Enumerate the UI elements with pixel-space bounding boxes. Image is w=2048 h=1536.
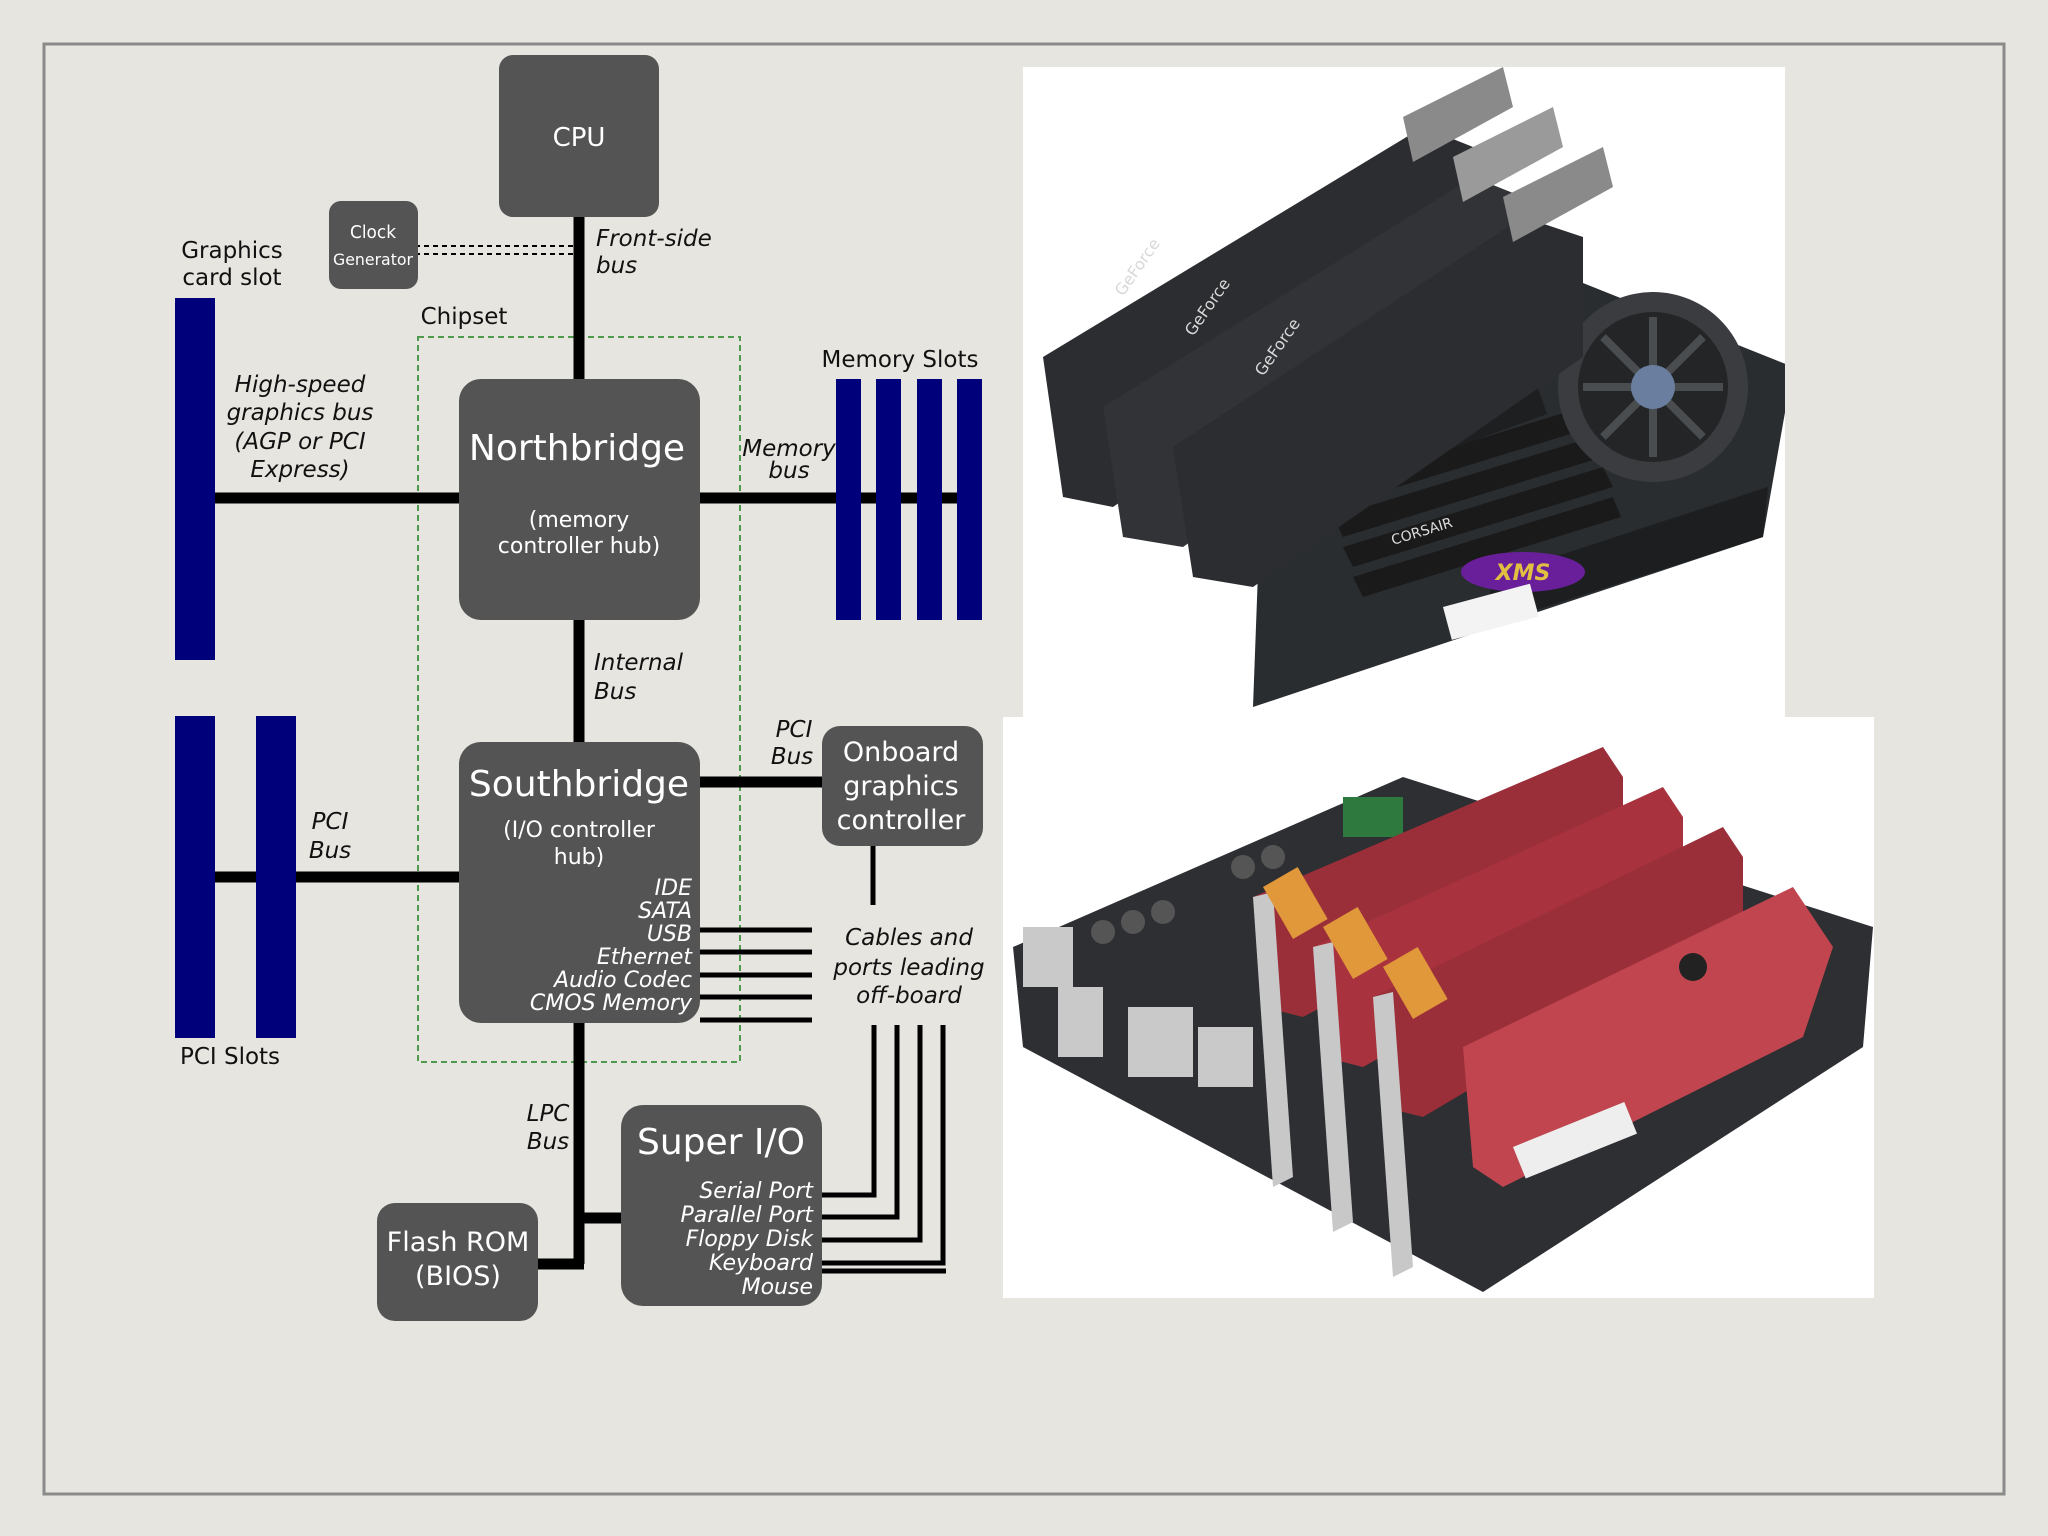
cables-label-2: ports leading xyxy=(832,955,984,981)
graphics-card xyxy=(1173,217,1583,587)
southbridge-sub-1: (I/O controller xyxy=(503,818,656,843)
graphics-card xyxy=(1373,827,1743,1117)
graphics-card-cooler xyxy=(1463,887,1833,1187)
graphics-slot-label-1: Graphics xyxy=(181,238,283,264)
sio-port-serial: Serial Port xyxy=(699,1179,814,1204)
sb-port-cmos-memory: CMOS Memory xyxy=(530,991,693,1016)
bus-lines xyxy=(214,213,960,1270)
pci-bus-right-label-1: PCI xyxy=(776,717,813,743)
hsgb-label-1: High-speed xyxy=(235,372,366,398)
graphics-card-slot xyxy=(175,298,215,660)
southbridge-box xyxy=(459,742,700,1023)
sio-port-keyboard: Keyboard xyxy=(709,1251,814,1276)
memory-slots-label: Memory Slots xyxy=(822,347,979,373)
clock-links xyxy=(415,245,574,255)
pci-slots xyxy=(175,716,296,1038)
southbridge-label: Southbridge xyxy=(469,764,689,805)
chipset-label: Chipset xyxy=(421,304,508,330)
hsgb-label-4: Express) xyxy=(250,457,349,483)
fsb-label-2: bus xyxy=(596,253,637,279)
hsgb-label-3: (AGP or PCI xyxy=(234,429,365,455)
memory-slot xyxy=(957,379,982,620)
memory-slot xyxy=(836,379,861,620)
northbridge-box xyxy=(459,379,700,620)
fsb-label-1: Front-side xyxy=(596,226,712,252)
pci-slot xyxy=(175,716,215,1038)
super-io-box xyxy=(621,1105,822,1306)
nvidia-sli-illustration: XMS CORSAIR xyxy=(1043,67,1793,707)
sb-port-ethernet: Ethernet xyxy=(597,945,694,970)
super-io-label: Super I/O xyxy=(637,1122,805,1163)
component-boxes xyxy=(329,55,983,1321)
internal-bus-label-1: Internal xyxy=(594,650,684,676)
sb-port-ide: IDE xyxy=(655,876,692,901)
pci-slot-white xyxy=(1513,1102,1637,1179)
onboard-label-3: controller xyxy=(837,805,967,836)
pci-bus-left-label-1: PCI xyxy=(312,809,349,835)
sb-port-sata: SATA xyxy=(638,899,692,924)
clock-label-2: Generator xyxy=(333,250,413,269)
sio-port-mouse: Mouse xyxy=(742,1275,813,1300)
sio-port-parallel: Parallel Port xyxy=(680,1203,814,1228)
sio-port-floppy: Floppy Disk xyxy=(686,1227,815,1252)
flash-rom-label-2: (BIOS) xyxy=(415,1261,501,1292)
northbridge-label: Northbridge xyxy=(469,428,685,469)
slide-frame xyxy=(42,42,2006,1496)
flash-rom-box xyxy=(377,1203,538,1321)
clock-generator-box xyxy=(329,201,418,289)
graphics-slot-label-2: card slot xyxy=(182,265,281,291)
sb-port-usb: USB xyxy=(647,922,692,947)
hsgb-label-2: graphics bus xyxy=(227,400,374,426)
pci-slot xyxy=(256,716,296,1038)
cpu-box xyxy=(499,55,659,217)
pci-bus-right-label-2: Bus xyxy=(771,744,813,770)
atx-power-connector xyxy=(1443,583,1539,640)
lpc-label-2: Bus xyxy=(527,1129,569,1155)
red-graphics-cards xyxy=(1253,747,1833,1277)
ati-crossfire-illustration xyxy=(1013,747,1873,1292)
cpu-label: CPU xyxy=(553,123,606,153)
southbridge-sub-2: hub) xyxy=(554,845,604,870)
memory-slot xyxy=(917,379,942,620)
onboard-label-2: graphics xyxy=(843,771,958,802)
sb-port-lines xyxy=(700,927,812,1023)
pci-bus-left-label-2: Bus xyxy=(309,838,351,864)
clock-label-1: Clock xyxy=(350,222,397,243)
flash-rom-label-1: Flash ROM xyxy=(387,1227,530,1258)
cables-label-3: off-board xyxy=(856,983,962,1009)
lpc-label-1: LPC xyxy=(527,1101,570,1127)
memory-slot xyxy=(876,379,901,620)
memory-bus-label-1: Memory xyxy=(742,436,836,462)
cables-label-1: Cables and xyxy=(845,925,973,951)
pci-slots-label: PCI Slots xyxy=(180,1044,280,1070)
motherboard-photo-ati xyxy=(1003,717,1874,1298)
sio-port-lines xyxy=(822,1025,946,1274)
capacitors xyxy=(1091,845,1285,944)
xms-label: XMS xyxy=(1494,561,1551,586)
memory-bus-label-2: bus xyxy=(768,458,809,484)
sb-port-audio-codec: Audio Codec xyxy=(552,968,692,993)
northbridge-sub-2: controller hub) xyxy=(498,534,660,559)
green-connector xyxy=(1343,797,1403,837)
internal-bus-label-2: Bus xyxy=(594,679,636,705)
onboard-graphics-box xyxy=(822,726,983,846)
memory-slots xyxy=(836,379,982,620)
northbridge-sub-1: (memory xyxy=(529,508,630,533)
geforce-cards: GeForce GeForce GeForce xyxy=(1043,67,1613,587)
io-ports xyxy=(1023,927,1253,1087)
motherboard-photo-nvidia: XMS CORSAIR xyxy=(1023,67,1793,717)
xms-badge xyxy=(1461,552,1585,592)
onboard-label-1: Onboard xyxy=(843,737,959,768)
